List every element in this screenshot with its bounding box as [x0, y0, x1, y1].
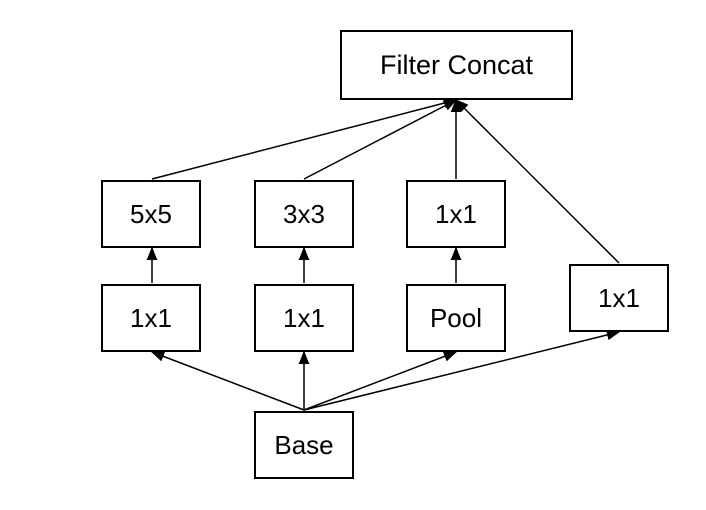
edge-base-to-pool [303, 351, 458, 411]
conv-5x5-label: 5x5 [130, 199, 172, 229]
conv-3x3-label: 3x3 [283, 199, 325, 229]
reduce-1x1-a-label: 1x1 [130, 303, 172, 333]
reduce-1x1-b-label: 1x1 [283, 303, 325, 333]
reduce-1x1-b-node: 1x1 [254, 284, 354, 352]
edge-side-conv-to-concat [455, 99, 620, 264]
conv-1x1-after-pool-node: 1x1 [406, 180, 506, 248]
base-node: Base [254, 411, 354, 479]
edge-3x3-to-concat [303, 99, 458, 180]
filter-concat-label: Filter Concat [379, 49, 534, 80]
reduce-1x1-a-node: 1x1 [101, 284, 201, 352]
conv-1x1-side-label: 1x1 [598, 283, 640, 313]
edge-5x5-to-concat [151, 97, 458, 180]
base-label: Base [274, 430, 334, 460]
filter-concat-node: Filter Concat [340, 30, 573, 100]
conv-1x1-after-pool-label: 1x1 [435, 199, 477, 229]
conv-3x3-node: 3x3 [254, 180, 354, 248]
pool-node: Pool [406, 284, 506, 352]
edge-base-to-side-conv [303, 329, 621, 411]
conv-1x1-side-node: 1x1 [569, 264, 669, 332]
edge-base-to-reduce-a [150, 351, 305, 411]
conv-5x5-node: 5x5 [101, 180, 201, 248]
pool-label: Pool [429, 303, 483, 333]
